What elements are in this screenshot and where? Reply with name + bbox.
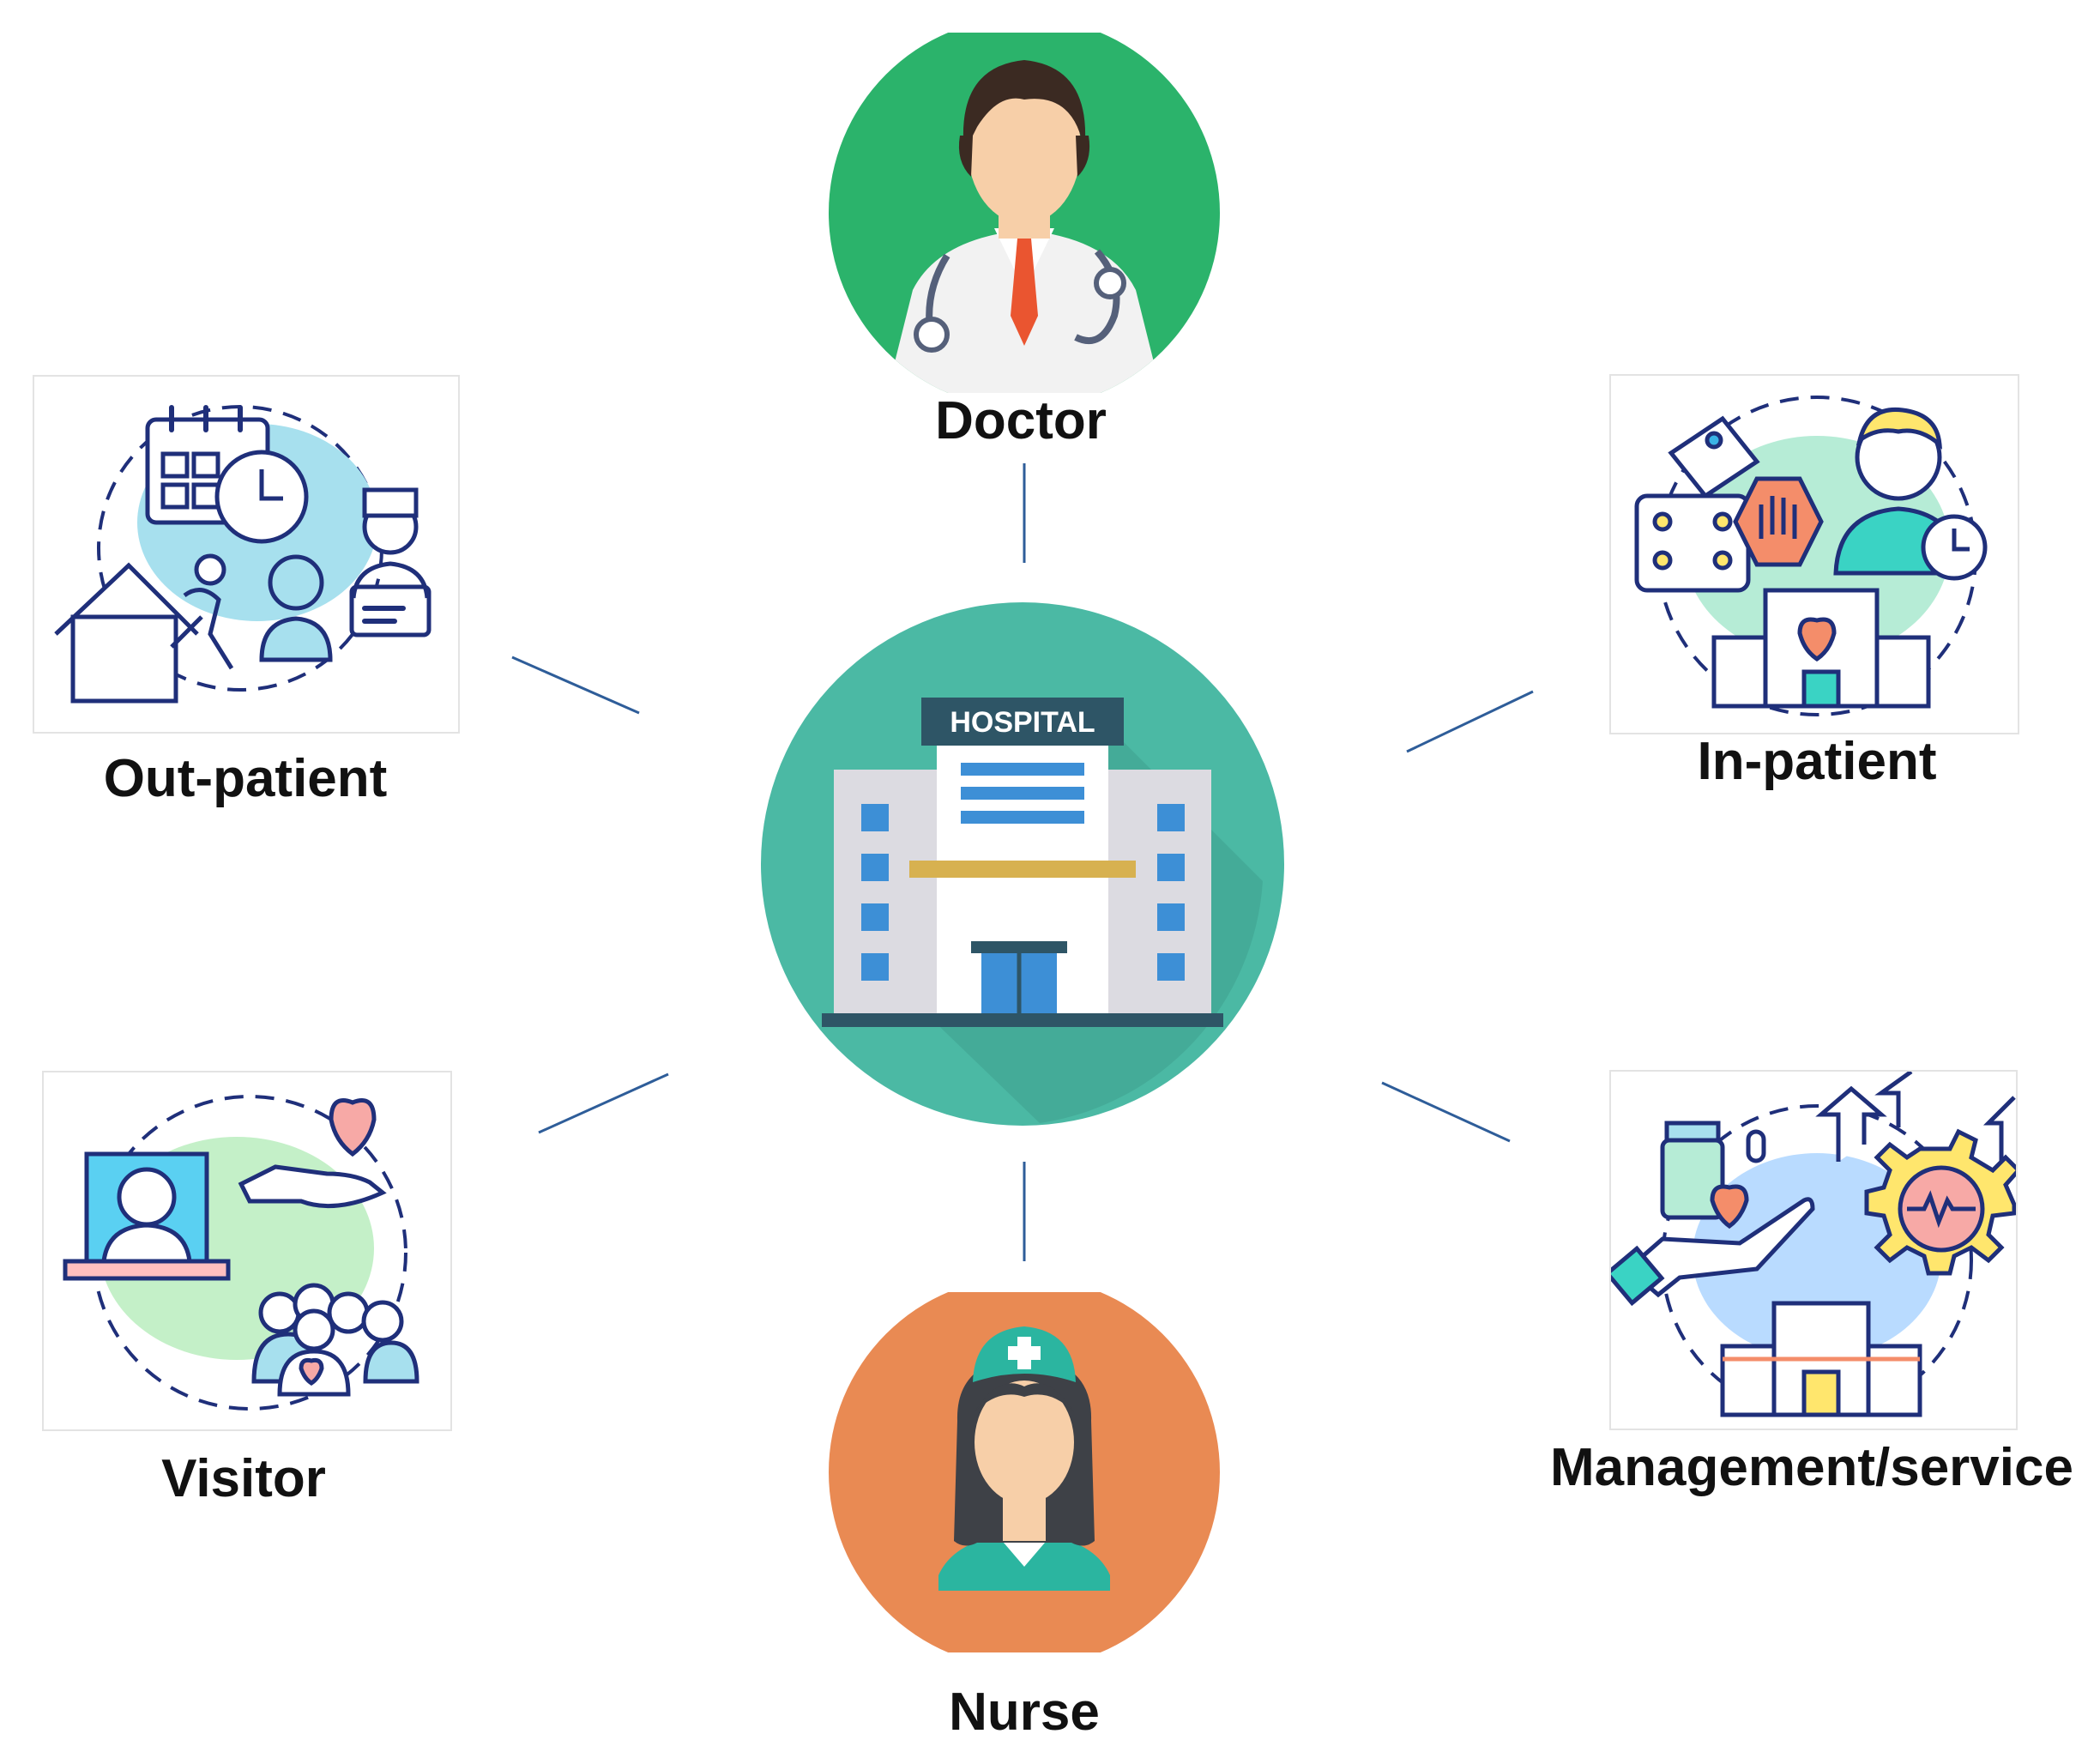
connector-outpatient [511,655,640,715]
management-icon [1604,1069,2022,1417]
visitor-card [42,1071,452,1431]
inpatient-icon [1634,396,1988,716]
nurse-icon [829,1292,1220,1652]
visitor-icon [63,1095,419,1411]
connector-visitor [538,1072,669,1134]
nurse-label: Nurse [949,1683,1100,1742]
doctor-label: Doctor [935,391,1107,450]
inpatient-label: In-patient [1697,732,1937,791]
outpatient-label: Out-patient [103,749,388,808]
inpatient-card [1609,374,2019,734]
visitor-label: Visitor [161,1449,326,1508]
management-label: Management/service [1550,1438,2073,1497]
connector-inpatient [1406,690,1534,753]
outpatient-icon [54,405,431,704]
hospital-icon: HOSPITAL [761,602,1284,1126]
outpatient-card [33,375,460,734]
hospital-sign: HOSPITAL [950,706,1095,739]
connector-management [1381,1081,1511,1143]
management-card [1604,1069,2022,1430]
doctor-icon [829,33,1220,393]
